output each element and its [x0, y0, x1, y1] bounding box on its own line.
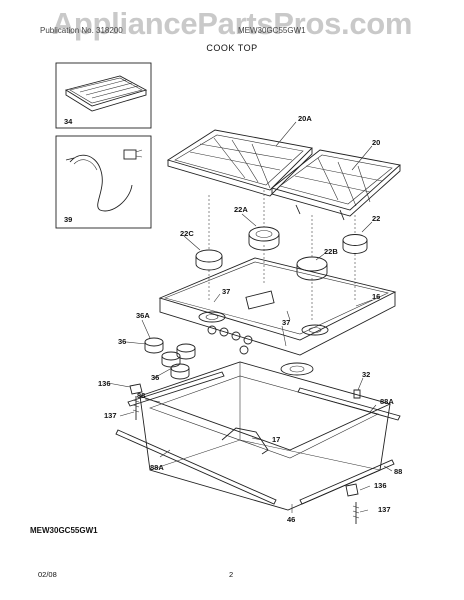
callout-22c: 22C [180, 229, 194, 238]
callout-46: 46 [287, 515, 295, 524]
publication-number: Publication No. 318200 [40, 26, 123, 35]
power-cord-part [55, 135, 152, 229]
callout-36-lower: 36 [151, 373, 159, 382]
callout-36-left: 36 [118, 337, 126, 346]
griddle-part [55, 62, 152, 129]
callout-22a: 22A [234, 205, 248, 214]
callout-137-right: 137 [378, 505, 391, 514]
callout-22: 22 [372, 214, 380, 223]
callout-88a-left: 88A [150, 463, 164, 472]
watermark: AppliancePartsPros.com [51, 6, 413, 41]
footer-date: 02/08 [38, 570, 57, 579]
section-title: COOK TOP [206, 43, 258, 53]
callout-37-lower: 37 [282, 318, 290, 327]
model-code: MEW30GC55GW1 [30, 526, 98, 535]
callout-17: 17 [272, 435, 280, 444]
callout-32: 32 [362, 370, 370, 379]
callout-36a: 36A [136, 311, 150, 320]
cooktop-part [158, 257, 397, 376]
callout-37-upper: 37 [222, 287, 230, 296]
callout-16: 16 [372, 292, 380, 301]
callout-88a-right: 88A [380, 397, 394, 406]
callout-labels: 34 39 20A 20 22A 22C 22 22B 37 16 36A 36… [64, 114, 402, 524]
header-model: MEW30GC55GW1 [238, 26, 306, 35]
callout-20a: 20A [298, 114, 312, 123]
left-grate-part [166, 129, 313, 197]
knobs [144, 337, 196, 380]
callout-39: 39 [64, 215, 72, 224]
callout-137-left: 137 [104, 411, 117, 420]
callout-20: 20 [372, 138, 380, 147]
trim-strips [115, 371, 401, 505]
footer-page-number: 2 [229, 570, 234, 579]
callout-136-left: 136 [98, 379, 111, 388]
right-grate-part [271, 149, 401, 221]
callout-136-right: 136 [374, 481, 387, 490]
base-pan-part [138, 361, 392, 511]
callout-88-left: 88 [137, 391, 145, 400]
callout-34: 34 [64, 117, 73, 126]
fasteners [129, 383, 361, 524]
callout-88-right: 88 [394, 467, 402, 476]
callout-22b: 22B [324, 247, 338, 256]
